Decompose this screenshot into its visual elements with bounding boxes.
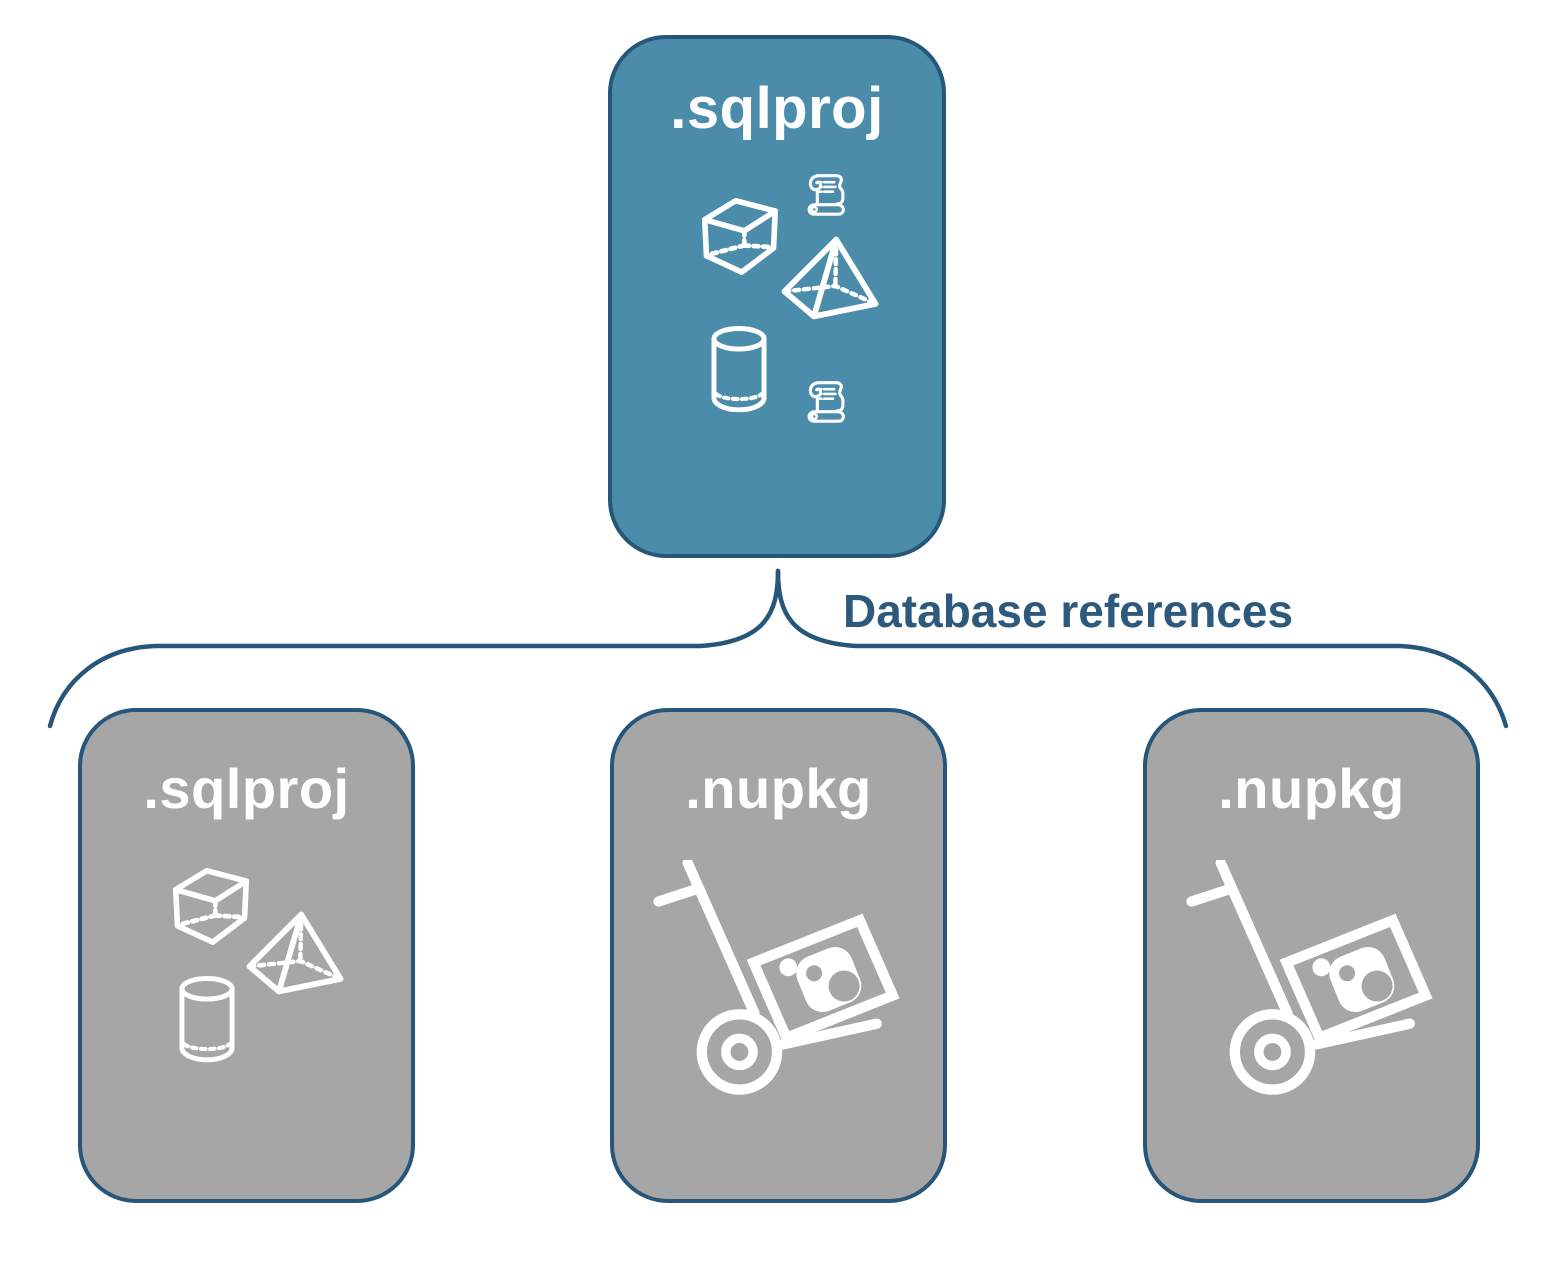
cube-icon (172, 867, 250, 945)
card-title: .sqlproj (670, 76, 884, 141)
cube-icon (701, 197, 779, 275)
scroll-icon (807, 174, 845, 216)
child-card-nupkg-2: .nupkg (1143, 708, 1480, 1203)
child-card-sqlproj: .sqlproj (78, 708, 415, 1203)
pyramid-icon (246, 911, 344, 995)
scroll-icon (807, 381, 845, 423)
card-title: .nupkg (685, 757, 872, 820)
root-card-sqlproj: .sqlproj (608, 35, 946, 558)
child-card-nupkg-1: .nupkg (610, 708, 947, 1203)
hand-truck-icon (1186, 860, 1433, 1095)
hand-truck-icon (653, 860, 900, 1095)
cylinder-icon (179, 976, 235, 1063)
card-title: .sqlproj (143, 757, 350, 820)
cylinder-icon (711, 326, 767, 413)
connector-label: Database references (843, 585, 1294, 637)
pyramid-icon (781, 236, 879, 320)
card-title: .nupkg (1218, 757, 1405, 820)
